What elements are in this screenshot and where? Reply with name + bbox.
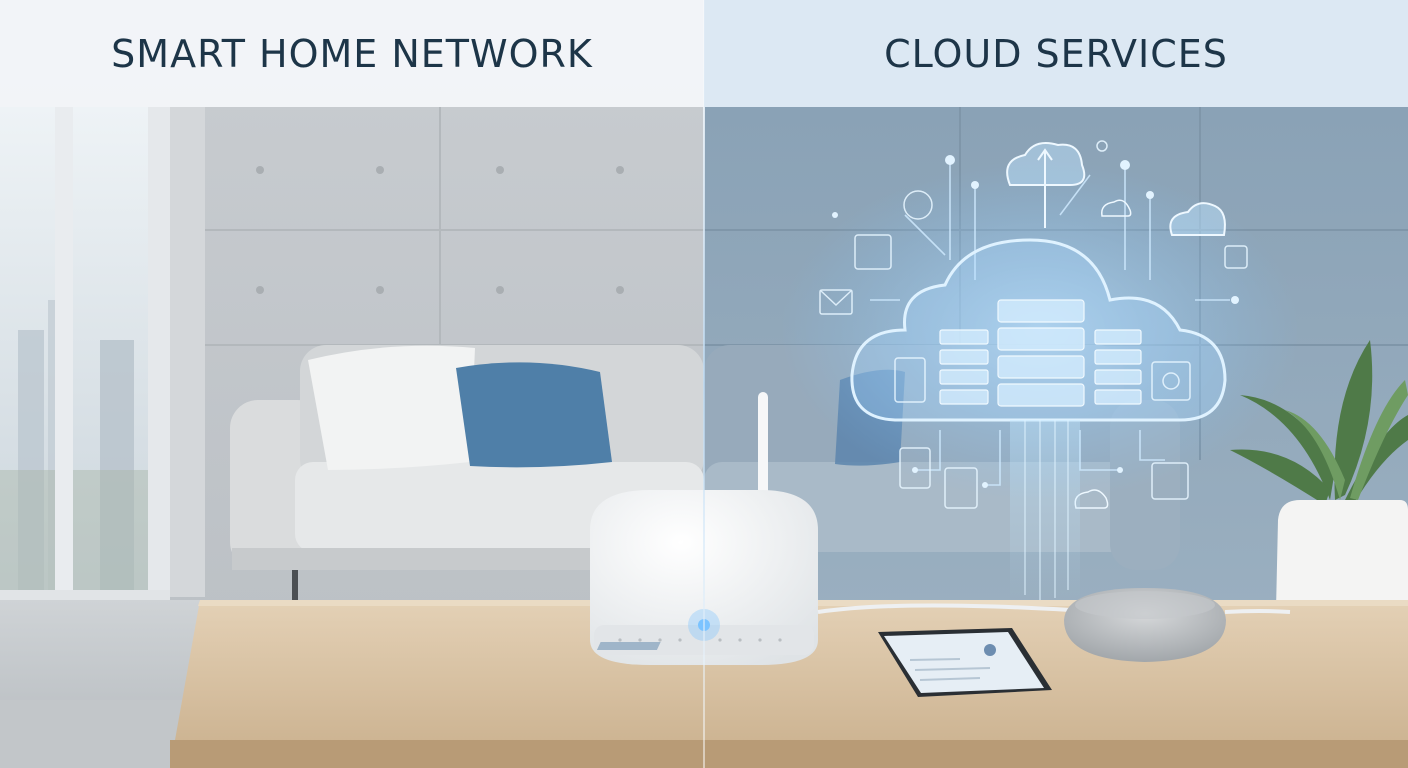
left-panel-title: SMART HOME NETWORK xyxy=(111,31,593,76)
panel-divider xyxy=(703,0,705,768)
right-panel-title: CLOUD SERVICES xyxy=(884,31,1228,76)
right-panel-header: CLOUD SERVICES xyxy=(704,0,1408,107)
left-panel-header: SMART HOME NETWORK xyxy=(0,0,704,107)
